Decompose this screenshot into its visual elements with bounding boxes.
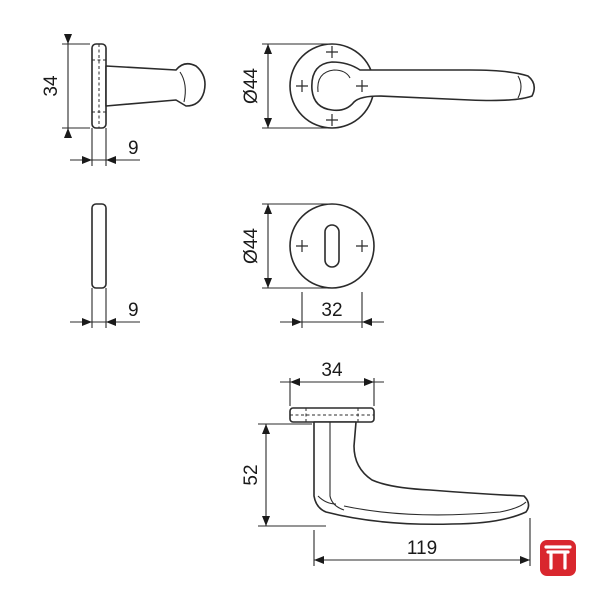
rose-height-label: 34	[41, 75, 62, 97]
rose-width-label: 34	[321, 360, 343, 381]
brand-logo	[540, 540, 576, 576]
handle-length-dimension: 119	[313, 518, 531, 566]
rose-front-view	[289, 43, 536, 129]
rose-depth-dimension: 9	[70, 128, 140, 166]
rose-diameter-dimension: Ø44	[241, 43, 330, 129]
rose-height-dimension: 34	[41, 34, 90, 138]
escutcheon-front-view	[289, 203, 375, 289]
logo-mark	[544, 545, 572, 570]
rose-diameter-label: Ø44	[241, 68, 262, 104]
logo-badge	[540, 540, 576, 576]
escutcheon-depth-label: 9	[128, 300, 139, 321]
rose-depth-label: 9	[128, 138, 139, 159]
escutcheon-depth-dimension: 9	[70, 288, 140, 328]
escutcheon-diameter-label: Ø44	[241, 228, 262, 264]
handle-height-label: 52	[241, 464, 262, 485]
escutcheon-side-view	[91, 203, 107, 289]
handle-height-dimension: 52	[241, 423, 326, 527]
escutcheon-diameter-dimension: Ø44	[241, 203, 330, 289]
escutcheon-width-dimension: 32	[280, 292, 384, 328]
handle-length-label: 119	[407, 538, 437, 559]
handle-side-view	[289, 407, 530, 526]
escutcheon-width-label: 32	[321, 300, 342, 321]
rose-width-dimension: 34	[280, 360, 384, 406]
rose-side-view	[91, 43, 206, 129]
